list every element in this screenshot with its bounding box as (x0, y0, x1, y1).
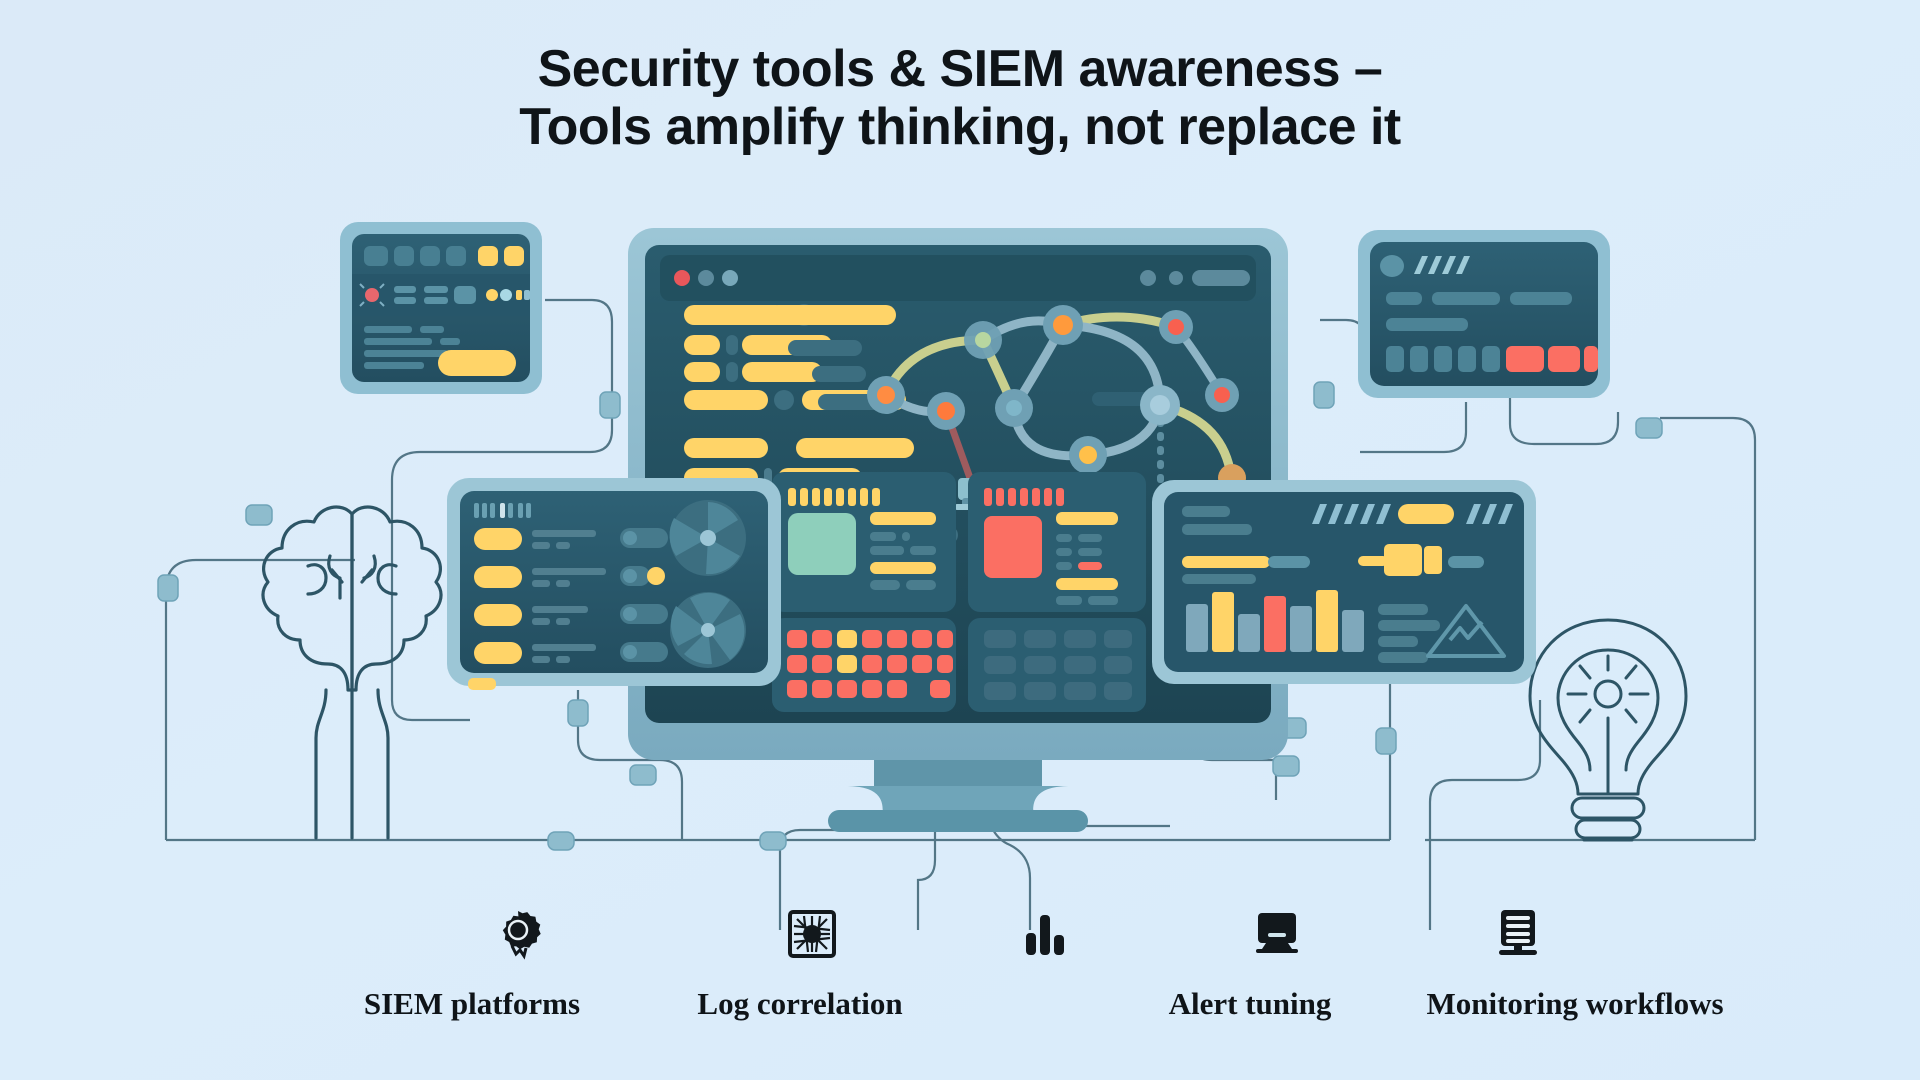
page-title: Security tools & SIEM awareness – Tools … (0, 40, 1920, 156)
bug-icon (359, 283, 385, 307)
title-line-2: Tools amplify thinking, not replace it (519, 98, 1401, 157)
monitor-icon[interactable] (1252, 911, 1302, 957)
server-rack-icon[interactable] (1495, 908, 1541, 960)
legend-label-log-correlation: Log correlation (697, 986, 903, 1021)
monitor-stand (828, 760, 1088, 832)
analytics-card[interactable] (1152, 480, 1536, 684)
lightbulb-icon (1528, 618, 1688, 842)
alerts-card[interactable] (1358, 230, 1610, 398)
fan-icon (670, 592, 746, 668)
bar-chart-icon[interactable] (1023, 911, 1067, 957)
sunburst-grid-icon[interactable] (788, 910, 836, 958)
legend-label-siem-platforms: SIEM platforms (363, 986, 581, 1021)
graph-node (867, 305, 1246, 492)
legend-label-alert-tuning: Alert tuning (1168, 986, 1332, 1021)
main-monitor[interactable] (628, 228, 1288, 760)
alert-grid-panel (772, 618, 956, 712)
incident-red-panel (968, 472, 1146, 612)
brain-icon (261, 505, 443, 840)
keypad-panel (968, 618, 1146, 712)
bar-chart (1186, 590, 1364, 652)
title-line-1: Security tools & SIEM awareness – (537, 40, 1383, 98)
status-green-panel (772, 472, 956, 612)
network-graph (867, 305, 1246, 510)
hardware-card[interactable] (447, 478, 781, 690)
toolbar-card[interactable] (340, 222, 542, 394)
warning-triangle-icon (1426, 604, 1506, 658)
gear-badge-icon[interactable] (494, 908, 542, 960)
legend-label-monitoring-workflows: Monitoring workflows (1426, 986, 1724, 1021)
fan-icon (669, 500, 746, 576)
